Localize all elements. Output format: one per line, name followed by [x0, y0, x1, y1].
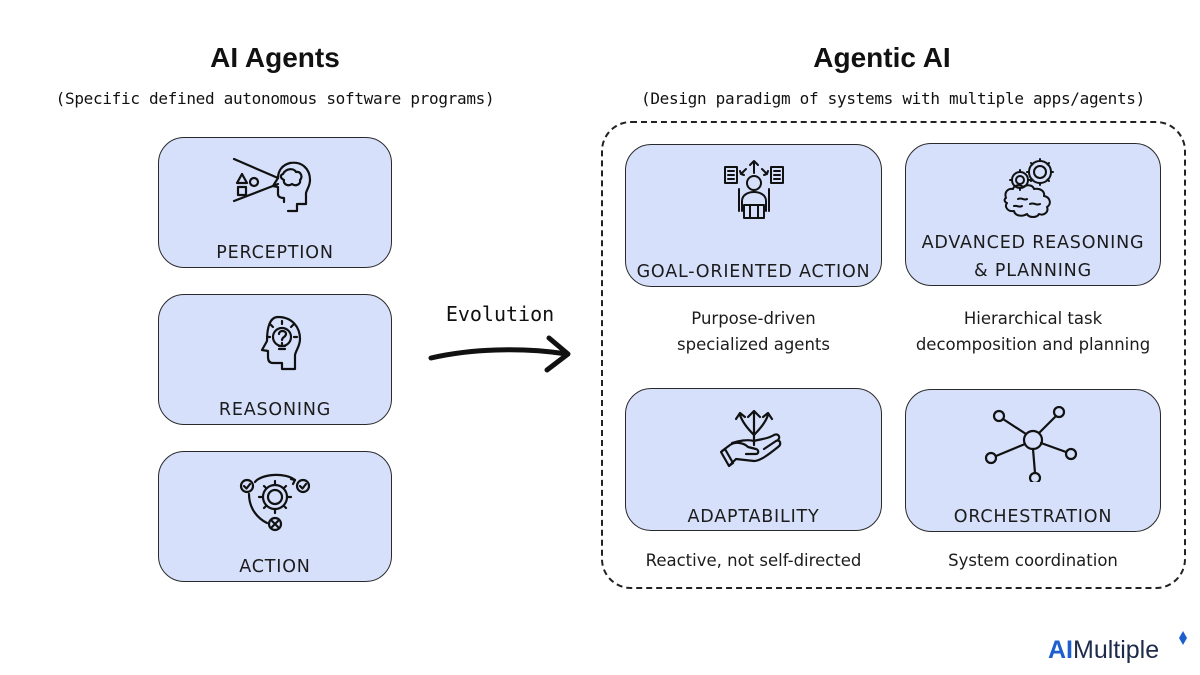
adaptability-label: ADAPTABILITY [687, 507, 820, 527]
network-hub-icon [984, 406, 1078, 482]
goal-oriented-action-card: GOAL-ORIENTED ACTION [625, 144, 882, 287]
advanced-reasoning-caption: Hierarchical task decomposition and plan… [895, 306, 1171, 358]
action-label: ACTION [239, 557, 311, 577]
left-subtitle: (Specific defined autonomous software pr… [55, 89, 495, 108]
advanced-caption-line2: decomposition and planning [915, 335, 1151, 354]
brand-rest: Multiple [1073, 636, 1160, 664]
evolution-arrow-icon [428, 335, 571, 373]
action-card: ACTION [158, 451, 392, 582]
orchestration-label: ORCHESTRATION [953, 507, 1113, 527]
orchestration-card: ORCHESTRATION [905, 389, 1161, 532]
left-title: AI Agents [210, 42, 340, 73]
advanced-caption-line1: Hierarchical task [963, 309, 1103, 328]
lightbulb-head-icon [260, 315, 302, 371]
advanced-reasoning-card: ADVANCED REASONING & PLANNING [905, 143, 1161, 286]
brand-spark-icon [1179, 631, 1187, 645]
brain-gears-icon [1003, 158, 1054, 218]
advanced-reasoning-label: ADVANCED REASONING & PLANNING [906, 229, 1160, 285]
adaptability-card: ADAPTABILITY [625, 388, 882, 531]
goal-oriented-action-caption: Purpose-driven specialized agents [625, 306, 882, 358]
adaptability-caption: Reactive, not self-directed [645, 551, 862, 570]
adaptability-hand-icon [719, 409, 781, 468]
brand-ai: AI [1048, 636, 1073, 664]
gear-action-icon [239, 473, 311, 532]
agentic-ai-frame [601, 121, 1186, 589]
reasoning-card: REASONING [158, 294, 392, 425]
right-title: Agentic AI [813, 42, 951, 73]
evolution-label: Evolution [445, 302, 555, 326]
perception-card: PERCEPTION [158, 137, 392, 268]
reasoning-label: REASONING [218, 400, 332, 420]
goal-caption-line1: Purpose-driven [691, 309, 816, 328]
advanced-reasoning-label-line1: ADVANCED REASONING [921, 233, 1145, 253]
advanced-reasoning-label-line2: & PLANNING [974, 261, 1092, 281]
goal-oriented-action-label: GOAL-ORIENTED ACTION [636, 262, 871, 282]
brand-logo: AIMultiple [1048, 636, 1159, 665]
decision-person-icon [723, 160, 784, 219]
perception-head-icon [232, 157, 312, 213]
right-subtitle: (Design paradigm of systems with multipl… [641, 89, 1145, 108]
perception-label: PERCEPTION [216, 243, 334, 263]
orchestration-caption: System coordination [948, 551, 1118, 570]
goal-caption-line2: specialized agents [677, 335, 830, 354]
